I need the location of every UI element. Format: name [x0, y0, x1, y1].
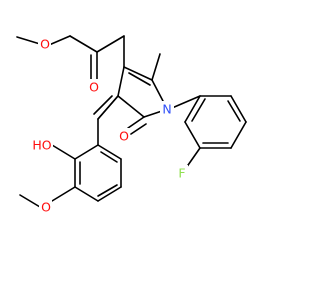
bond — [151, 79, 164, 102]
bond — [123, 66, 153, 81]
bond — [16, 36, 41, 45]
bond — [97, 184, 118, 197]
atom-o-ester-methyl: O — [38, 36, 51, 52]
atom-o-lactam: O — [117, 128, 130, 144]
bond — [143, 110, 163, 118]
atom-oh: HO — [30, 137, 53, 153]
bond — [97, 186, 122, 202]
bond — [191, 98, 206, 122]
atom-label: N — [162, 102, 171, 117]
molecule-canvas: O O N F O HO O — [16, 35, 247, 215]
atom-label: HO — [32, 138, 51, 153]
atom-label: O — [40, 37, 50, 52]
atom-label: O — [41, 200, 51, 215]
bond — [117, 66, 125, 97]
atom-label: F — [178, 166, 185, 181]
structure-diagram: O O N F O HO O — [16, 35, 247, 215]
bond — [96, 35, 125, 53]
bond — [51, 144, 76, 160]
bond — [127, 116, 145, 129]
bond — [100, 151, 118, 163]
bond — [185, 147, 201, 169]
bond — [93, 95, 113, 115]
bond — [130, 123, 147, 135]
atom-o-methoxy: O — [39, 199, 52, 215]
atom-label: O — [89, 80, 99, 95]
bond — [51, 186, 76, 202]
bond — [230, 95, 247, 123]
bond — [184, 121, 201, 149]
atom-n-ring: N — [160, 101, 174, 117]
bond — [184, 95, 201, 123]
bond — [227, 100, 241, 122]
atom-labels: O O N F O HO O — [30, 36, 188, 215]
bonds — [16, 35, 247, 208]
bond — [171, 95, 201, 109]
bond — [74, 144, 99, 160]
atom-f: F — [176, 165, 188, 181]
bond — [48, 35, 71, 46]
atom-label: O — [119, 129, 129, 144]
bond — [151, 53, 161, 81]
bond — [128, 72, 151, 86]
bond — [19, 194, 41, 208]
bond — [117, 95, 145, 118]
bond — [97, 95, 119, 120]
bond — [69, 35, 98, 53]
atom-o-carbonyl-ester: O — [87, 79, 100, 95]
bond — [230, 121, 247, 149]
bond — [74, 186, 99, 202]
bond — [97, 144, 122, 160]
